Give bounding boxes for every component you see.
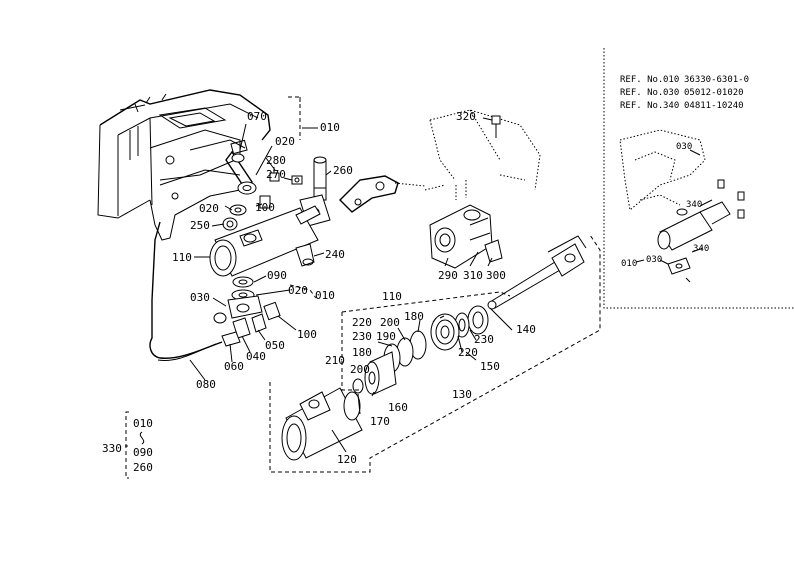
label-120: 120 [337, 453, 357, 466]
label-230-b: 230 [474, 333, 494, 346]
hydraulic-pump [424, 109, 541, 269]
label-300: 300 [486, 269, 506, 282]
ref-line-1-number: 36330-6301-0 [684, 75, 749, 85]
label-080: 080 [196, 378, 216, 391]
label-170: 170 [370, 415, 390, 428]
label-020-b: 020 [199, 202, 219, 215]
inset-engine-sketch [619, 129, 745, 283]
part-110-cylinder [209, 205, 321, 277]
label-230-a: 230 [352, 330, 372, 343]
inset-label-340: 340 [686, 200, 702, 210]
set-330-item-010: 010 [133, 417, 153, 430]
part-260-rod [313, 156, 327, 201]
part-labels: 070 020 010 280 270 260 020 100 250 110 … [172, 110, 536, 466]
label-210: 210 [325, 354, 345, 367]
part-090-washer [232, 276, 254, 288]
label-190: 190 [376, 330, 396, 343]
inset-labels: 030 340 010 030 340 [621, 142, 709, 269]
part-030-small [213, 312, 227, 324]
part-080-hose [149, 221, 223, 359]
label-320: 320 [456, 110, 476, 123]
label-260: 260 [333, 164, 353, 177]
ref-line-3-number: 04811-10240 [684, 101, 744, 111]
set-330-item-260: 260 [133, 461, 153, 474]
group-box-120 [269, 234, 601, 473]
part-160-piston [364, 351, 397, 395]
label-150: 150 [480, 360, 500, 373]
label-310: 310 [463, 269, 483, 282]
ref-line-1-part: 010 [663, 75, 679, 85]
inset-label-030: 030 [676, 142, 692, 152]
leader-lines [189, 117, 513, 453]
label-090: 090 [267, 269, 287, 282]
label-140: 140 [516, 323, 536, 336]
label-050: 050 [265, 339, 285, 352]
reference-list: REF. No. 010 36330-6301-0 REF. No. 030 0… [620, 75, 749, 111]
group-010-bracket [288, 96, 301, 140]
label-110-b: 110 [382, 290, 402, 303]
label-010-b: 010 [315, 289, 335, 302]
ref-line-2-part: 030 [663, 88, 679, 98]
label-100-a: 100 [255, 201, 275, 214]
ref-line-3-part: 340 [663, 101, 679, 111]
label-330: 330 [102, 442, 122, 455]
part-030-banjo [227, 295, 263, 319]
group-box-110 [341, 291, 511, 391]
label-290: 290 [438, 269, 458, 282]
label-280: 280 [266, 154, 286, 167]
label-100-b: 100 [297, 328, 317, 341]
part-050-fitting [251, 313, 267, 333]
label-060: 060 [224, 360, 244, 373]
part-060-nipple [221, 331, 241, 347]
ref-line-2-number: 05012-01020 [684, 88, 744, 98]
set-330-group: 330 010 090 260 [102, 411, 153, 479]
label-180-b: 180 [352, 346, 372, 359]
part-120-cylinder-tube [281, 387, 363, 461]
lever-assembly [225, 150, 257, 195]
label-200-a: 200 [380, 316, 400, 329]
label-030: 030 [190, 291, 210, 304]
label-220-b: 220 [458, 346, 478, 359]
label-110-a: 110 [172, 251, 192, 264]
bracket-arm [339, 175, 426, 213]
part-250-fitting [222, 217, 238, 231]
label-010-a: 010 [320, 121, 340, 134]
label-180-a: 180 [404, 310, 424, 323]
ref-line-1-label: REF. No. [620, 75, 663, 85]
piston-assembly [430, 305, 489, 351]
label-040: 040 [246, 350, 266, 363]
label-130: 130 [452, 388, 472, 401]
label-160: 160 [388, 401, 408, 414]
set-330-item-090: 090 [133, 446, 153, 459]
label-250: 250 [190, 219, 210, 232]
label-220-a: 220 [352, 316, 372, 329]
part-140-rod [487, 235, 587, 310]
label-200-b: 200 [350, 363, 370, 376]
part-240-elbow [295, 243, 315, 267]
set-330-range-tilde [139, 431, 145, 445]
part-270-nut [291, 175, 303, 185]
label-020-a: 020 [275, 135, 295, 148]
part-320-bolt [491, 115, 501, 138]
inset-label-010: 010 [621, 259, 637, 269]
part-100-bolt-lower [263, 301, 281, 321]
label-270: 270 [266, 168, 286, 181]
ref-line-2-label: REF. No. [620, 88, 663, 98]
part-170-ring [352, 378, 364, 394]
label-020-c: 020 [288, 284, 308, 297]
label-240: 240 [325, 248, 345, 261]
label-070: 070 [247, 110, 267, 123]
part-020-washer-upper [229, 204, 247, 216]
ref-line-3-label: REF. No. [620, 101, 663, 111]
part-100-bolt [259, 195, 271, 209]
engine-block [97, 89, 271, 241]
inset-label-030-b: 030 [646, 255, 662, 265]
inset-panel: REF. No. 010 36330-6301-0 REF. No. 030 0… [603, 48, 794, 309]
